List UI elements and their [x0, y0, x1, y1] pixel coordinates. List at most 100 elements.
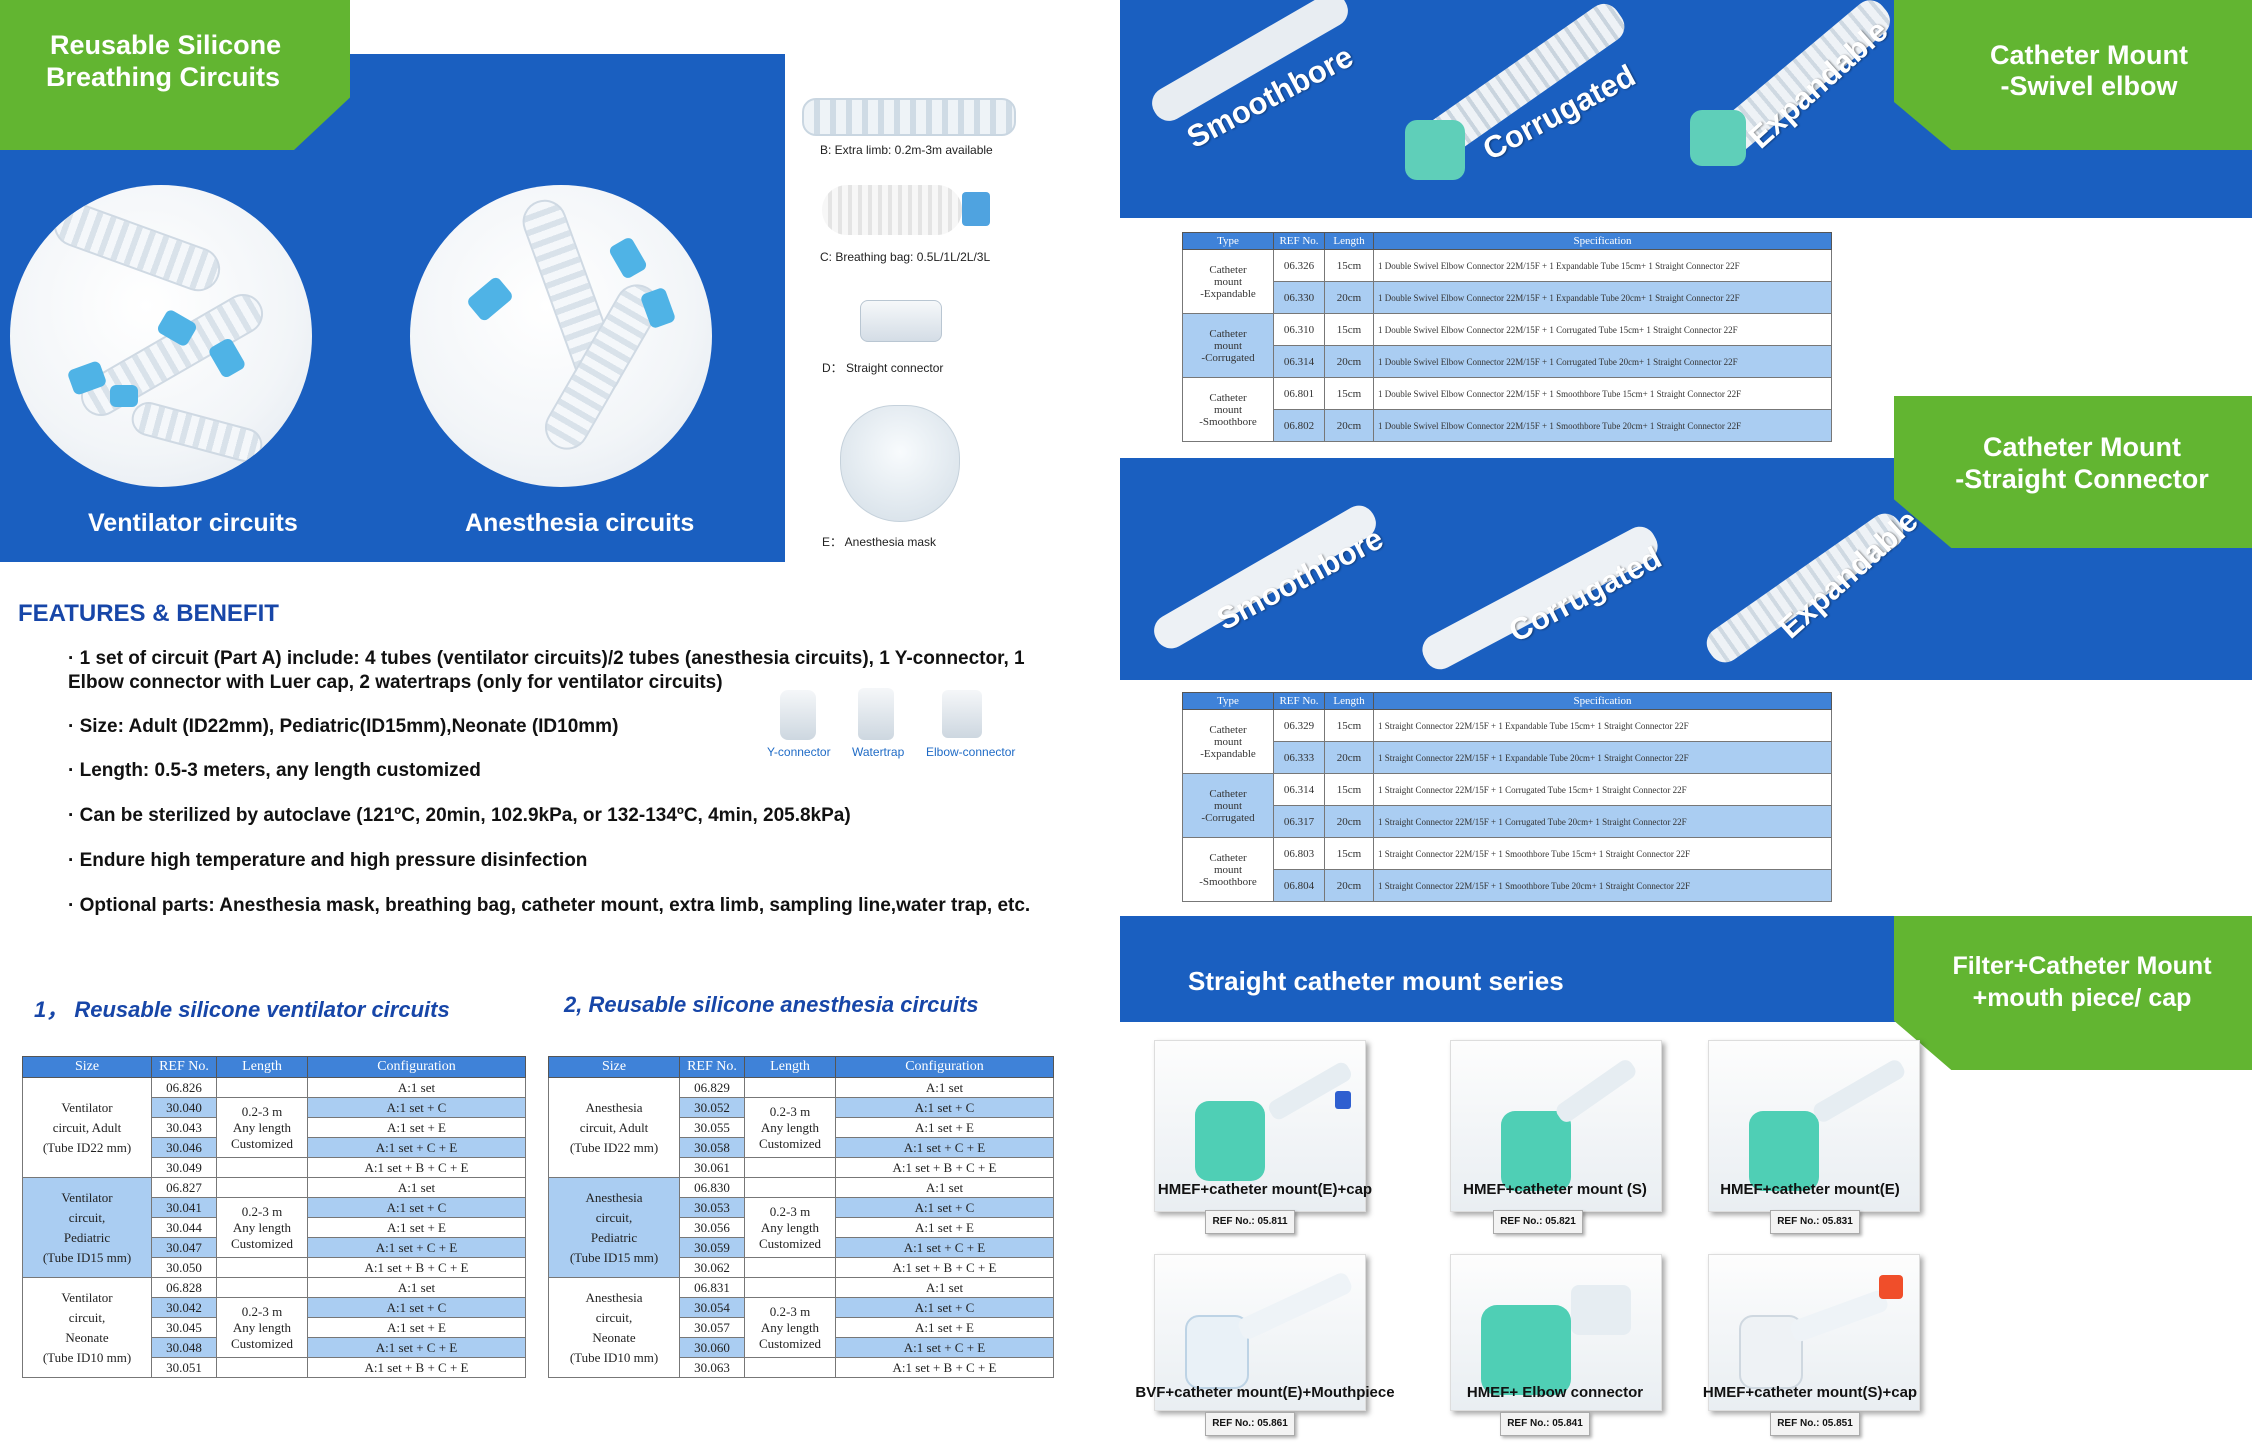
- type-line: -Corrugated: [1201, 351, 1255, 364]
- ref-cell: 30.053: [679, 1197, 745, 1218]
- length-header: Length: [744, 1056, 836, 1078]
- ref-cell: 06.803: [1273, 837, 1325, 870]
- length-line: Customized: [758, 1235, 822, 1251]
- product-label: HMEF+ Elbow connector: [1466, 1384, 1644, 1401]
- size-line: Anesthesia: [585, 1289, 643, 1305]
- size-line: circuit,: [68, 1209, 106, 1225]
- length-line: Any length: [760, 1319, 820, 1335]
- spec-cell: 1 Double Swivel Elbow Connector 22M/15F …: [1373, 313, 1832, 346]
- ref-cell: 06.831: [679, 1277, 745, 1298]
- anesthesia-mask-image: [840, 405, 960, 522]
- size-line: (Tube ID22 mm): [569, 1139, 659, 1155]
- product-ref-badge: REF No.: 05.821: [1493, 1210, 1583, 1234]
- product-ref-badge: REF No.: 05.841: [1500, 1412, 1590, 1436]
- product-label: HMEF+catheter mount(E): [1720, 1181, 1900, 1198]
- length-line: Customized: [230, 1235, 294, 1251]
- straight-title-line1: Catheter Mount: [1983, 432, 2181, 462]
- ref-cell: 06.802: [1273, 409, 1325, 442]
- product-label: HMEF+catheter mount (S): [1463, 1181, 1647, 1198]
- length-cell: 15cm: [1324, 377, 1374, 410]
- part-e-caption: E： Anesthesia mask: [822, 535, 937, 549]
- size-line: Ventilator: [61, 1189, 113, 1205]
- config-cell: A:1 set + C: [835, 1197, 1054, 1218]
- ref-cell: 30.061: [679, 1157, 745, 1178]
- length-cell: 20cm: [1324, 281, 1374, 314]
- product-photo: [1450, 1254, 1662, 1411]
- config-cell: A:1 set: [835, 1077, 1054, 1098]
- spec-cell: 1 Double Swivel Elbow Connector 22M/15F …: [1373, 281, 1832, 314]
- config-cell: A:1 set + C + E: [307, 1237, 526, 1258]
- length-line: Any length: [232, 1319, 292, 1335]
- swivel-title-line1: Catheter Mount: [1990, 40, 2188, 70]
- straight-title-line2: -Straight Connector: [1955, 464, 2209, 494]
- feature-bullet-3: · Length: 0.5-3 meters, any length custo…: [68, 760, 481, 781]
- ref-cell: 30.041: [151, 1197, 217, 1218]
- config-cell: A:1 set: [307, 1177, 526, 1198]
- length-line: Any length: [760, 1119, 820, 1135]
- spec-cell: 1 Straight Connector 22M/15F + 1 Expanda…: [1373, 709, 1832, 742]
- config-cell: A:1 set: [835, 1277, 1054, 1298]
- ref-cell: 06.314: [1273, 345, 1325, 378]
- ref-cell: 06.326: [1273, 249, 1325, 282]
- type-line: Catheter: [1209, 723, 1247, 736]
- spec-cell: 1 Double Swivel Elbow Connector 22M/15F …: [1373, 249, 1832, 282]
- length-cell: 15cm: [1324, 837, 1374, 870]
- ref-cell: 30.052: [679, 1097, 745, 1118]
- specification-header: Specification: [1373, 692, 1832, 710]
- config-cell: A:1 set + B + C + E: [307, 1157, 526, 1178]
- size-line: Neonate: [592, 1329, 636, 1345]
- y-connector-label: Y-connector: [767, 745, 831, 759]
- anesthesia-section-title: 2, Reusable silicone anesthesia circuits: [564, 992, 979, 1017]
- length-header: Length: [1324, 692, 1374, 710]
- size-line: circuit,: [595, 1309, 633, 1325]
- size-line: Pediatric: [63, 1229, 111, 1245]
- length-line: Customized: [230, 1135, 294, 1151]
- config-cell: A:1 set + E: [307, 1317, 526, 1338]
- length-cell: 20cm: [1324, 869, 1374, 902]
- length-cell: 15cm: [1324, 249, 1374, 282]
- elbow-connector-label: Elbow-connector: [926, 745, 1016, 759]
- length-line: Any length: [232, 1119, 292, 1135]
- size-line: Ventilator: [61, 1289, 113, 1305]
- ref-cell: 30.057: [679, 1317, 745, 1338]
- ventilator-circuit-photo: [10, 185, 312, 487]
- type-header: Type: [1182, 232, 1274, 250]
- config-cell: A:1 set + C + E: [835, 1137, 1054, 1158]
- length-line: Customized: [758, 1135, 822, 1151]
- size-line: circuit,: [595, 1209, 633, 1225]
- part-b-caption: B: Extra limb: 0.2m-3m available: [820, 143, 993, 157]
- length-header: Length: [216, 1056, 308, 1078]
- anesthesia-circuit-photo: [410, 185, 712, 487]
- config-cell: A:1 set + C + E: [835, 1337, 1054, 1358]
- straight-title-tab: Catheter Mount -Straight Connector: [1894, 396, 2252, 548]
- type-line: Catheter: [1209, 327, 1247, 340]
- ref-cell: 06.829: [679, 1077, 745, 1098]
- swivel-elbow-table: Type REF No. Length Specification Cathet…: [1182, 232, 1832, 442]
- ref-cell: 06.804: [1273, 869, 1325, 902]
- ref-header: REF No.: [1273, 232, 1325, 250]
- config-cell: A:1 set + B + C + E: [835, 1157, 1054, 1178]
- ventilator-circuits-label: Ventilator circuits: [88, 509, 298, 537]
- type-line: mount: [1213, 799, 1243, 812]
- ref-cell: 30.054: [679, 1297, 745, 1318]
- type-line: mount: [1213, 863, 1243, 876]
